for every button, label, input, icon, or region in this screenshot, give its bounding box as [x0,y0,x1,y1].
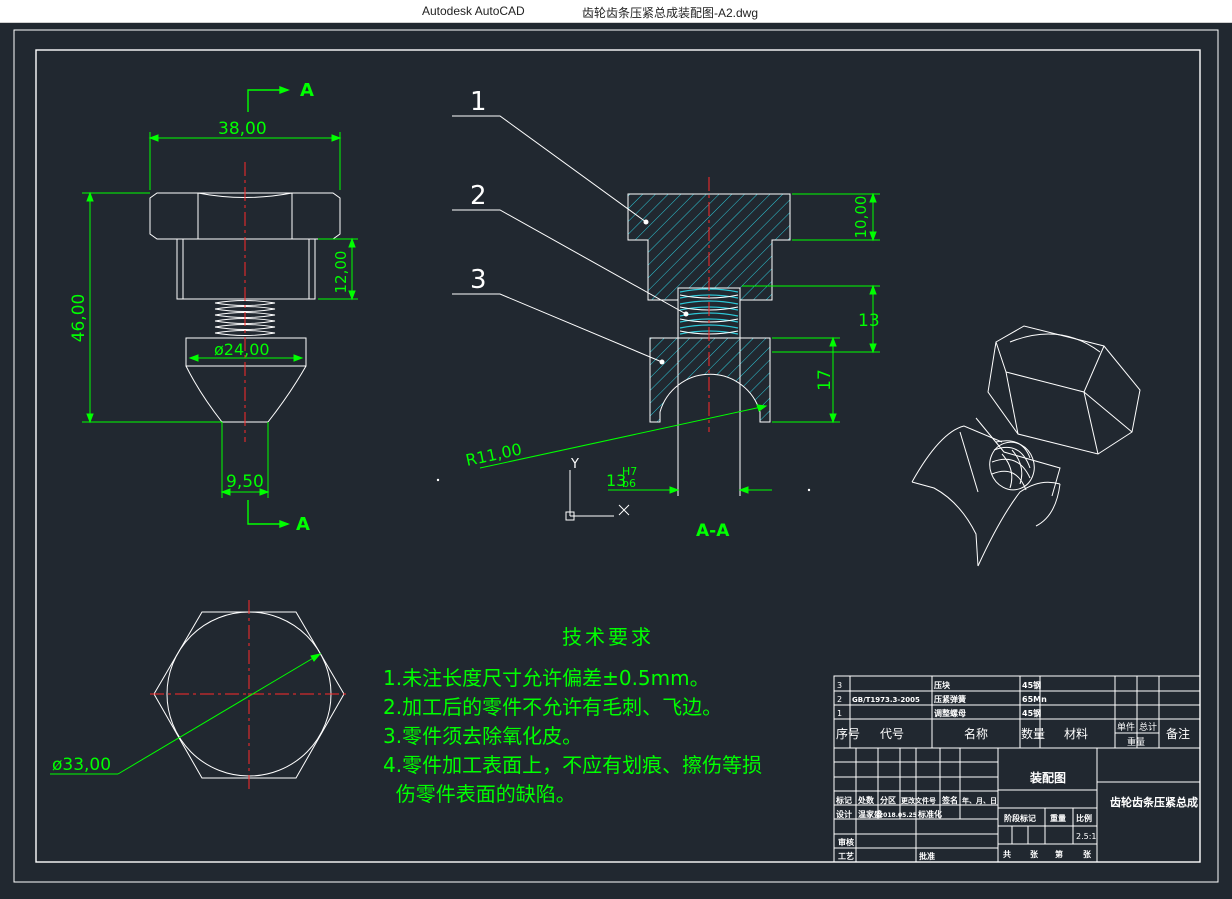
drawing-canvas[interactable]: 38,00 46,00 12,00 ø24,00 9,50 A A [0,22,1232,895]
bom-header-no: 序号 [836,726,860,741]
outer-frame [13,29,1219,883]
tech-line-2: 2.加工后的零件不允许有毛刺、飞边。 [383,695,722,719]
tb-sign: 签名 [941,795,958,805]
bom-header-weight: 重量 [1127,736,1145,748]
app-name: Autodesk AutoCAD [422,4,525,18]
tb-sheet-unit-2: 张 [1083,850,1092,859]
tb-mark: 标记 [835,795,852,805]
balloon-leaders [452,115,687,363]
bom-row-3-name: 压块 [934,680,951,690]
front-dims [82,132,358,498]
tb-zone: 分区 [880,795,896,805]
tb-count: 处数 [857,795,875,805]
dim-46: 46,00 [69,294,89,343]
section-letter-bottom: A [296,514,310,535]
title-block[interactable]: 装配图 齿轮齿条压紧总成 标记 处数 分区 更改文件号 签名 年、月、日 设计 … [835,770,1198,861]
cad-drawing[interactable]: 38,00 46,00 12,00 ø24,00 9,50 A A [0,22,1232,895]
dim-950: 9,50 [226,472,264,492]
tb-design: 设计 [836,809,852,819]
snap-dot-left [436,478,440,482]
bom-row-1-no: 1 [837,709,842,718]
tech-line-5: 伤零件表面的缺陷。 [383,782,576,806]
tb-review: 审核 [838,837,854,847]
tb-weight: 重量 [1050,813,1066,823]
balloon-2: 2 [470,181,487,211]
tb-approve: 批准 [919,851,935,861]
drawing-type: 装配图 [1029,770,1066,785]
tech-line-3: 3.零件须去除氧化皮。 [383,724,582,748]
leader-dot-2 [683,311,689,317]
title-block-grid [833,675,1201,863]
bom-header-code: 代号 [880,727,904,741]
tb-scale-value: 2.5:1 [1076,832,1097,841]
leader-dot-1 [643,219,649,225]
tb-total: 共 [1003,849,1011,859]
bom-table[interactable]: 3 压块 45钢 2 GB/T1973.3-2005 压紧弹簧 65Mn 1 调… [836,680,1190,748]
tb-process: 工艺 [838,851,854,861]
tech-title: 技术要求 [562,625,654,649]
bom-row-2-code: GB/T1973.3-2005 [852,696,920,704]
balloon-3: 3 [470,265,487,295]
bom-header-unit: 单件 [1117,721,1135,733]
dim-fit-upper: H7 [622,465,637,478]
file-name: 齿轮齿条压紧总成装配图-A2.dwg [582,6,759,20]
dim-17: 17 [815,369,835,391]
bom-row-2-no: 2 [837,695,842,704]
bom-row-1-qty: 45钢 [1022,708,1041,718]
bom-row-2-qty: 65Mn [1022,695,1047,704]
tech-line-1: 1.未注长度尺寸允许偏差±0.5mm。 [383,666,710,690]
tb-sheet-unit-1: 张 [1030,850,1039,859]
bom-row-3-qty: 45钢 [1022,680,1041,690]
tb-date: 年、月、日 [962,796,997,805]
bom-header-qty: 数量 [1021,726,1045,741]
bom-header-name: 名称 [964,726,988,741]
dim-dia24: ø24,00 [214,340,270,359]
dim-dia33: ø33,00 [52,755,111,775]
dim-fit-lower: b6 [622,477,636,490]
tech-line-4: 4.零件加工表面上，不应有划痕、擦伤等损 [383,753,762,777]
bom-header-remark: 备注 [1166,726,1190,741]
ucs-icon [565,470,630,521]
front-view[interactable] [149,192,341,423]
ucs-y-label: Y [570,457,579,472]
bom-header-material: 材料 [1064,727,1088,741]
dim-12: 12,00 [332,251,350,294]
section-marker-top [247,85,290,112]
bom-header-total: 总计 [1139,721,1157,733]
bom-row-1-name: 调整螺母 [934,708,966,718]
section-dims [479,192,880,494]
bom-row-2-name: 压紧弹簧 [934,694,966,704]
dim-13: 13 [858,311,880,331]
dim-fit-base: 13 [606,471,626,490]
tb-design-date: 2018.05.25 [879,812,917,819]
tb-designer: 温家盛 [858,809,882,819]
bom-row-3-no: 3 [837,681,842,690]
section-letter-top: A [300,80,314,101]
tb-change-doc: 更改文件号 [901,796,936,805]
isometric-view[interactable] [911,325,1141,567]
leader-dot-3 [659,359,665,365]
tb-sheet-no: 第 [1055,849,1063,859]
top-view-centerlines [150,600,350,790]
dim-10: 10,00 [852,196,870,239]
window-titlebar: Autodesk AutoCAD 齿轮齿条压紧总成装配图-A2.dwg [0,0,1232,23]
tb-scale: 比例 [1076,813,1092,823]
snap-dot-right [807,488,811,492]
drawing-name: 齿轮齿条压紧总成 [1110,795,1198,809]
section-marker-bottom [247,500,290,529]
section-label: A-A [696,521,730,541]
dim-38: 38,00 [218,119,267,139]
tb-stage: 阶段标记 [1004,813,1036,823]
balloon-1: 1 [470,87,487,117]
inner-frame [35,49,1201,863]
top-view-dims [50,653,322,775]
tb-standard: 标准化 [917,809,942,819]
